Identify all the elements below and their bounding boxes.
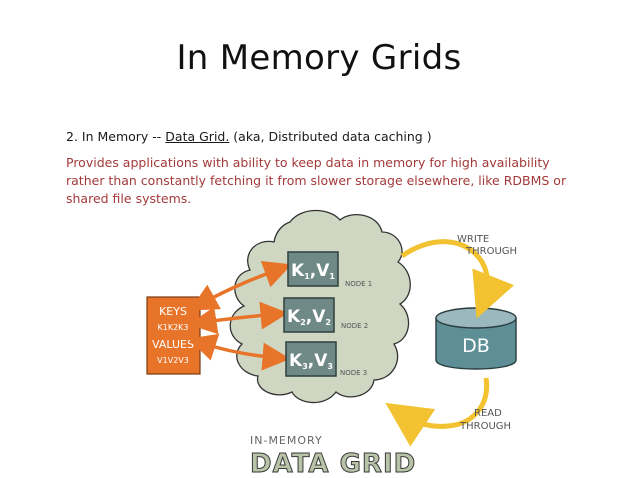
- node-2-label: NODE 2: [341, 322, 368, 330]
- svg-text:K1,V1: K1,V1: [291, 261, 335, 281]
- description: Provides applications with ability to ke…: [66, 155, 567, 206]
- pair-1-sep: ,: [310, 261, 316, 281]
- write-through-arrow: [400, 239, 515, 319]
- arrow-node-1: [189, 260, 292, 311]
- pair-3-val-sub: 3: [327, 362, 333, 371]
- intro-line: 2. In Memory -- Data Grid. (aka, Distrib…: [66, 129, 432, 144]
- svg-text:K2,V2: K2,V2: [287, 307, 331, 327]
- keys-label: KEYS: [159, 305, 187, 318]
- keys-values: K1K2K3: [157, 323, 188, 332]
- pair-2-val-sub: 2: [325, 318, 331, 327]
- pair-3-val: V: [314, 351, 328, 371]
- pair-3-key: K: [289, 351, 303, 371]
- pair-3-key-sub: 3: [302, 362, 308, 371]
- node-box-2: K2,V2: [283, 297, 335, 333]
- node-box-1: K1,V1: [287, 251, 339, 287]
- pair-1-val: V: [316, 261, 330, 281]
- read-through-arrow: [385, 377, 490, 447]
- pair-1-val-sub: 1: [329, 272, 335, 281]
- arrow-node-2: [188, 301, 289, 335]
- read-through-label: THROUGH: [459, 421, 511, 432]
- data-grid-label: DATA GRID: [250, 449, 416, 478]
- pair-2-key: K: [287, 307, 301, 327]
- write-through-label: THROUGH: [465, 246, 517, 257]
- in-memory-label: IN-MEMORY: [250, 434, 323, 447]
- intro-prefix: 2. In Memory --: [66, 129, 166, 144]
- pair-2-val: V: [312, 307, 326, 327]
- svg-text:K3,V3: K3,V3: [289, 351, 333, 371]
- node-box-3: K3,V3: [285, 341, 337, 377]
- db-label: DB: [462, 335, 490, 357]
- keys-values-box: [146, 296, 201, 375]
- intro-suffix: (aka, Distributed data caching ): [229, 129, 432, 144]
- pair-3-sep: ,: [308, 351, 314, 371]
- grid-cloud: [229, 209, 411, 404]
- arrow-node-3: [188, 333, 291, 371]
- write-label: WRITE: [457, 234, 489, 245]
- data-grid-link[interactable]: Data Grid.: [165, 129, 230, 144]
- node-3-label: NODE 3: [340, 369, 367, 377]
- pair-2-key-sub: 2: [300, 318, 306, 327]
- values-values: V1V2V3: [157, 356, 189, 365]
- pair-1-key: K: [291, 261, 305, 281]
- values-label: VALUES: [152, 338, 194, 351]
- pair-1-key-sub: 1: [304, 272, 310, 281]
- read-label: READ: [474, 408, 502, 419]
- slide-title: In Memory Grids: [176, 38, 462, 78]
- pair-2-sep: ,: [306, 307, 312, 327]
- db-cylinder: DB: [435, 307, 517, 370]
- node-1-label: NODE 1: [345, 280, 372, 288]
